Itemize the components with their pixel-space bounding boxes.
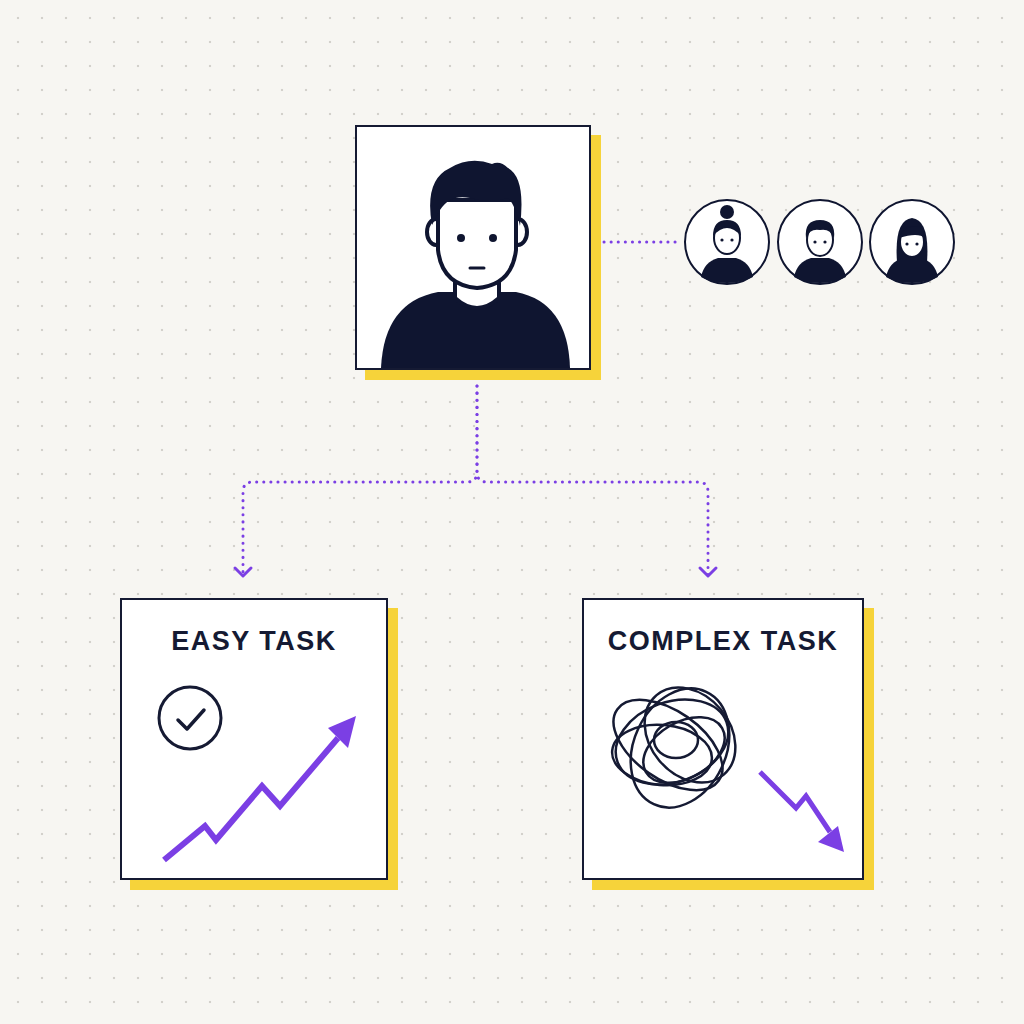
task-box: EASY TASK bbox=[120, 598, 388, 880]
team-avatars bbox=[685, 200, 954, 284]
task-title: EASY TASK bbox=[171, 626, 337, 657]
person-box bbox=[355, 125, 591, 370]
split-connector bbox=[477, 386, 716, 576]
tangle-icon bbox=[598, 669, 754, 823]
falling-trend bbox=[760, 772, 844, 852]
person-icon bbox=[381, 161, 570, 368]
rising-trend bbox=[164, 716, 356, 860]
team-link bbox=[604, 241, 682, 244]
check-icon bbox=[159, 687, 221, 749]
task-title: COMPLEX TASK bbox=[608, 626, 839, 657]
split-connector bbox=[235, 386, 477, 576]
task-box: COMPLEX TASK bbox=[582, 598, 864, 880]
avatar-figures bbox=[701, 205, 938, 283]
